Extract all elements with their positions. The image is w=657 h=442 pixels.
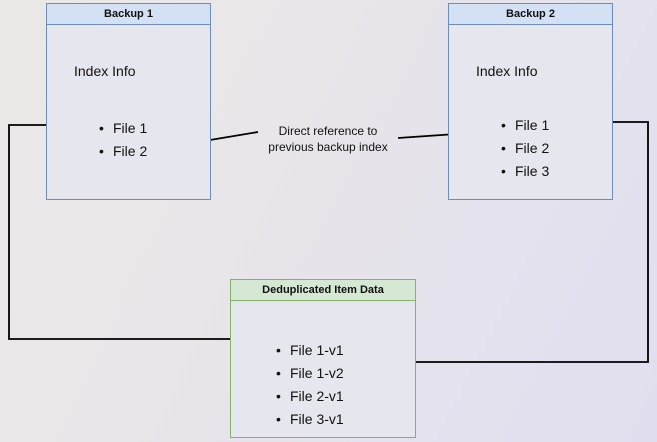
backup-2-header: Backup 2 xyxy=(449,4,612,25)
direct-reference-line-1: Direct reference to xyxy=(278,124,378,138)
list-item[interactable]: File 1-v1 xyxy=(274,339,344,362)
list-item[interactable]: File 1 xyxy=(499,114,549,137)
backup-1-file-list: File 1 File 2 xyxy=(97,117,147,163)
list-item[interactable]: File 2-v1 xyxy=(274,385,344,408)
deduplicated-file-list: File 1-v1 File 1-v2 File 2-v1 File 3-v1 xyxy=(274,339,344,431)
direct-reference-line-2: previous backup index xyxy=(268,140,388,154)
backup-1-box[interactable]: Backup 1 Index Info File 1 File 2 xyxy=(46,3,211,200)
backup-1-header: Backup 1 xyxy=(47,4,210,25)
backup-2-file-list: File 1 File 2 File 3 xyxy=(499,114,549,183)
deduplicated-item-data-header: Deduplicated Item Data xyxy=(231,280,415,301)
direct-reference-annotation: Direct reference to previous backup inde… xyxy=(248,123,408,155)
deduplicated-item-data-body: File 1-v1 File 1-v2 File 2-v1 File 3-v1 xyxy=(231,301,415,437)
list-item[interactable]: File 3 xyxy=(499,160,549,183)
list-item[interactable]: File 1-v2 xyxy=(274,362,344,385)
backup-2-box[interactable]: Backup 2 Index Info File 1 File 2 File 3 xyxy=(448,3,613,200)
deduplicated-item-data-box[interactable]: Deduplicated Item Data File 1-v1 File 1-… xyxy=(230,279,416,438)
list-item[interactable]: File 3-v1 xyxy=(274,408,344,431)
list-item[interactable]: File 1 xyxy=(97,117,147,140)
backup-2-index-info-label: Index Info xyxy=(476,63,538,79)
list-item[interactable]: File 2 xyxy=(499,137,549,160)
list-item[interactable]: File 2 xyxy=(97,140,147,163)
backup-2-body: Index Info File 1 File 2 File 3 xyxy=(449,25,612,199)
backup-1-body: Index Info File 1 File 2 xyxy=(47,25,210,199)
backup-1-index-info-label: Index Info xyxy=(74,63,136,79)
